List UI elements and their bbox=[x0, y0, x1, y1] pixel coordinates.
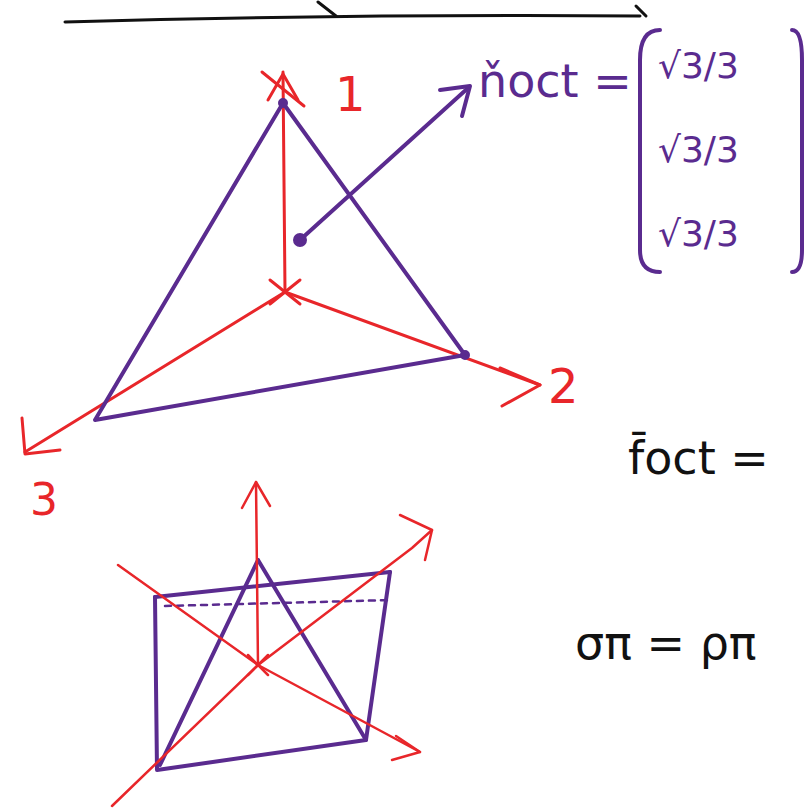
axis-label: 3 bbox=[30, 478, 58, 522]
vector-name: ňoct = bbox=[478, 58, 632, 104]
cube-axes bbox=[112, 482, 432, 806]
vector-bracket bbox=[640, 30, 802, 272]
formula: f̄oct = bbox=[628, 435, 769, 481]
axis-label: 2 bbox=[548, 362, 579, 410]
principal-axes bbox=[22, 72, 540, 454]
separator-line bbox=[65, 2, 646, 22]
formula: σπ = ρπ bbox=[575, 620, 757, 666]
vector-component: √3/3 bbox=[658, 132, 739, 168]
axis-label: 1 bbox=[335, 70, 366, 118]
vector-component: √3/3 bbox=[658, 48, 739, 84]
normal-vector bbox=[295, 86, 470, 245]
vector-component: √3/3 bbox=[658, 216, 739, 252]
octahedral-plane bbox=[95, 100, 468, 420]
hidden-edge bbox=[165, 600, 392, 606]
